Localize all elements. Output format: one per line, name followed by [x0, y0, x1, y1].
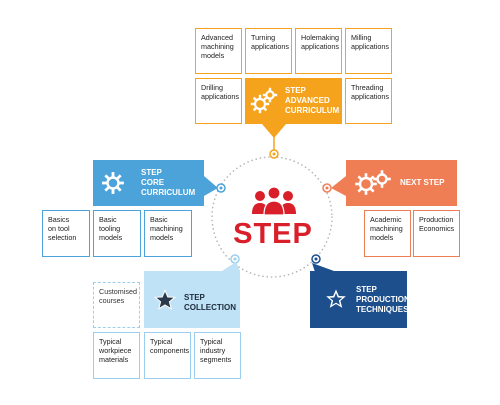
next-card-1: Academic machining models	[364, 210, 411, 257]
star-icon	[324, 287, 348, 310]
next-card-2-label: Production Economics	[419, 215, 455, 233]
collection-card-3-label: Typical components	[150, 337, 190, 355]
center-title: STEP	[233, 218, 313, 250]
advanced-panel: STEP ADVANCED CURRICULUM	[245, 78, 342, 124]
advanced-card-2-label: Turning applications	[251, 33, 289, 51]
star-icon	[154, 289, 176, 310]
core-panel: STEP CORE CURRICULUM	[93, 160, 204, 206]
core-card-1-label: Basics on tool selection	[48, 215, 77, 242]
production-panel: STEP PRODUCTION TECHNIQUES	[310, 271, 410, 328]
core-card-2: Basic tooling models	[93, 210, 141, 257]
core-card-3: Basic machining models	[144, 210, 192, 257]
core-title: STEP CORE CURRICULUM	[141, 168, 196, 197]
core-card-2-label: Basic tooling models	[99, 215, 123, 242]
advanced-card-4-label: Milling applications	[351, 33, 389, 51]
advanced-card-6: Threading applications	[345, 78, 392, 124]
collection-card-3: Typical components	[144, 332, 191, 379]
people-group-icon	[252, 186, 296, 216]
core-card-1: Basics on tool selection	[42, 210, 90, 257]
next-title: NEXT STEP	[400, 178, 445, 187]
advanced-card-3: Holemaking applications	[295, 28, 342, 74]
collection-card-2: Typical workpiece materials	[93, 332, 140, 379]
collection-card-4-label: Typical industry segments	[200, 337, 232, 364]
collection-card-1: Customised courses	[93, 282, 140, 328]
production-title: STEP PRODUCTION TECHNIQUES	[356, 285, 410, 314]
gears-icon	[250, 87, 278, 114]
advanced-card-1: Advanced machining models	[195, 28, 242, 74]
collection-card-4: Typical industry segments	[194, 332, 241, 379]
advanced-card-6-label: Threading applications	[351, 83, 389, 101]
gears-icon	[355, 170, 391, 195]
next-panel: NEXT STEP	[346, 160, 457, 206]
collection-card-1-label: Customised courses	[99, 287, 137, 305]
advanced-card-2: Turning applications	[245, 28, 292, 74]
advanced-title: STEP ADVANCED CURRICULUM	[285, 86, 340, 115]
core-card-3-label: Basic machining models	[150, 215, 183, 242]
collection-panel: STEP COLLECTION	[144, 271, 240, 328]
advanced-card-4: Milling applications	[345, 28, 392, 74]
next-card-1-label: Academic machining models	[370, 215, 403, 242]
advanced-card-1-label: Advanced machining models	[201, 33, 234, 60]
advanced-card-5-label: Drilling applications	[201, 83, 239, 101]
advanced-card-3-label: Holemaking applications	[301, 33, 339, 51]
collection-title: STEP COLLECTION	[184, 293, 236, 312]
collection-card-2-label: Typical workpiece materials	[99, 337, 132, 364]
center-logo: STEP	[222, 180, 324, 258]
gear-icon	[102, 172, 124, 194]
dotted-ring	[211, 156, 333, 278]
next-card-2: Production Economics	[413, 210, 460, 257]
advanced-card-5: Drilling applications	[195, 78, 242, 124]
